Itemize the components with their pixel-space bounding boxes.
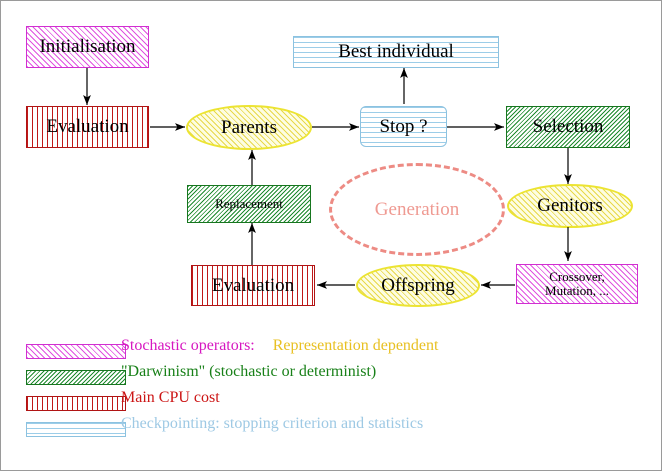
legend-text-darwinism: "Darwinism" (stochastic or determinist)	[121, 363, 377, 380]
legend-row-cpu-cost: Main CPU cost	[1, 389, 661, 417]
node-evaluation-bottom[interactable]: Evaluation	[191, 265, 315, 306]
node-crossover-line1: Crossover,	[549, 269, 605, 285]
legend-row-stochastic: Stochastic operators: Representation dep…	[1, 337, 661, 365]
node-genitors-label: Genitors	[537, 195, 603, 217]
legend-row-darwinism: "Darwinism" (stochastic or determinist)	[1, 363, 661, 391]
legend-swatch-green-hatch	[26, 370, 126, 385]
node-generation-label: Generation	[374, 198, 460, 220]
node-replacement-label: Replacement	[215, 196, 283, 212]
node-initialisation-label: Initialisation	[39, 36, 136, 58]
node-selection[interactable]: Selection	[506, 106, 630, 148]
node-crossover-line2: Mutation, ...	[545, 283, 609, 298]
node-best-individual[interactable]: Best individual	[293, 36, 499, 68]
legend: Stochastic operators: Representation dep…	[1, 337, 661, 443]
legend-swatch-blue-horizontal	[26, 422, 126, 437]
node-evaluation-top[interactable]: Evaluation	[26, 106, 149, 148]
node-generation[interactable]: Generation	[329, 163, 505, 256]
node-crossover-mutation[interactable]: Crossover, Mutation, ...	[516, 264, 638, 304]
legend-text-cpu-cost: Main CPU cost	[121, 389, 220, 406]
legend-text-stochastic: Stochastic operators: Representation dep…	[121, 337, 438, 355]
node-selection-label: Selection	[532, 116, 604, 138]
node-replacement[interactable]: Replacement	[187, 185, 311, 223]
legend-swatch-red-vertical	[26, 396, 126, 411]
node-initialisation[interactable]: Initialisation	[26, 26, 149, 68]
legend-row-checkpointing: Checkpointing: stopping criterion and st…	[1, 415, 661, 443]
node-best-individual-label: Best individual	[338, 41, 454, 63]
node-stop[interactable]: Stop ?	[360, 106, 447, 147]
node-parents[interactable]: Parents	[186, 105, 312, 150]
node-parents-label: Parents	[221, 116, 277, 138]
legend-stochastic-primary: Stochastic operators:	[121, 337, 255, 354]
node-offspring[interactable]: Offspring	[356, 264, 480, 307]
legend-text-checkpointing: Checkpointing: stopping criterion and st…	[121, 415, 424, 432]
legend-stochastic-secondary: Representation dependent	[272, 337, 439, 354]
node-evaluation-bottom-label: Evaluation	[211, 274, 295, 296]
node-stop-label: Stop ?	[379, 115, 428, 137]
node-evaluation-top-label: Evaluation	[46, 116, 129, 138]
legend-swatch-magenta-hatch	[26, 344, 126, 359]
node-offspring-label: Offspring	[381, 274, 455, 296]
node-genitors[interactable]: Genitors	[507, 184, 633, 228]
